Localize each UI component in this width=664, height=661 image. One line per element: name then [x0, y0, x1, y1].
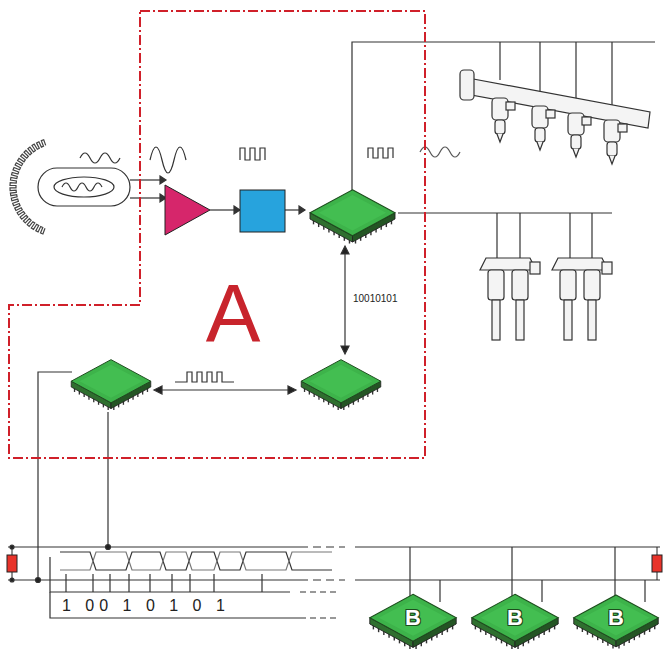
- chip-letter: B: [507, 607, 523, 629]
- bus-bits-label: 1 00 1 0 1 0 1: [60, 597, 232, 615]
- bit-pattern-label: 10010101: [351, 293, 400, 304]
- ecu-region: A: [8, 10, 426, 459]
- dashed-outline: [8, 10, 426, 459]
- chip-letter: B: [608, 607, 624, 629]
- chip-letter: B: [405, 607, 421, 629]
- control-unit-chip: B: [470, 592, 560, 656]
- control-unit-chip: B: [368, 592, 458, 656]
- control-unit-chip: B: [572, 592, 660, 656]
- region-letter: A: [206, 272, 261, 354]
